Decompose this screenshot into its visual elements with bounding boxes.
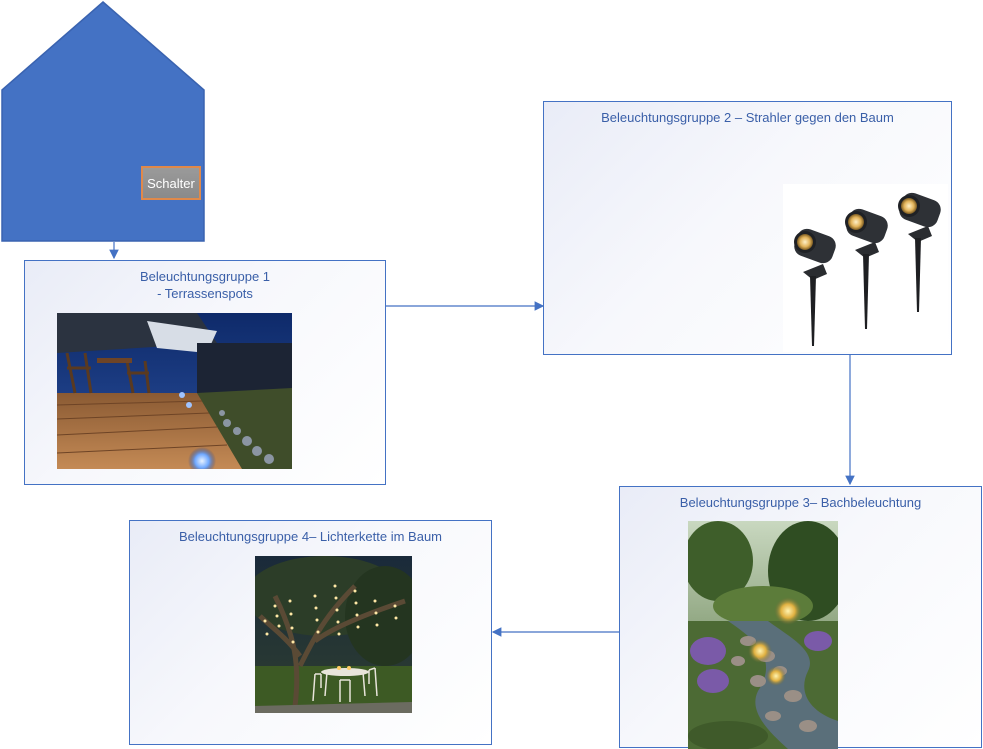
group1-title-line2: - Terrassenspots (157, 286, 253, 301)
group2-title: Beleuchtungsgruppe 2 – Strahler gegen de… (601, 110, 894, 125)
group4-title: Beleuchtungsgruppe 4– Lichterkette im Ba… (178, 529, 443, 544)
group3-box: Beleuchtungsgruppe 3– Bachbeleuchtung (619, 486, 982, 749)
terrace-deck-spotlights-photo (57, 313, 292, 469)
group1-box: Beleuchtungsgruppe 1 - Terrassenspots (24, 260, 386, 485)
house-shape (1, 1, 205, 242)
tree-fairy-lights-photo (255, 556, 412, 713)
group1-title: Beleuchtungsgruppe 1 - Terrassenspots (25, 268, 385, 302)
group2-box: Beleuchtungsgruppe 2 – Strahler gegen de… (543, 101, 952, 355)
garden-spike-spotlights-photo (783, 184, 948, 352)
switch-button[interactable]: Schalter (141, 166, 201, 200)
group3-title: Beleuchtungsgruppe 3– Bachbeleuchtung (679, 495, 922, 510)
group1-title-line1: Beleuchtungsgruppe 1 (139, 269, 271, 284)
group4-box: Beleuchtungsgruppe 4– Lichterkette im Ba… (129, 520, 492, 745)
illuminated-stream-garden-photo (688, 521, 838, 749)
